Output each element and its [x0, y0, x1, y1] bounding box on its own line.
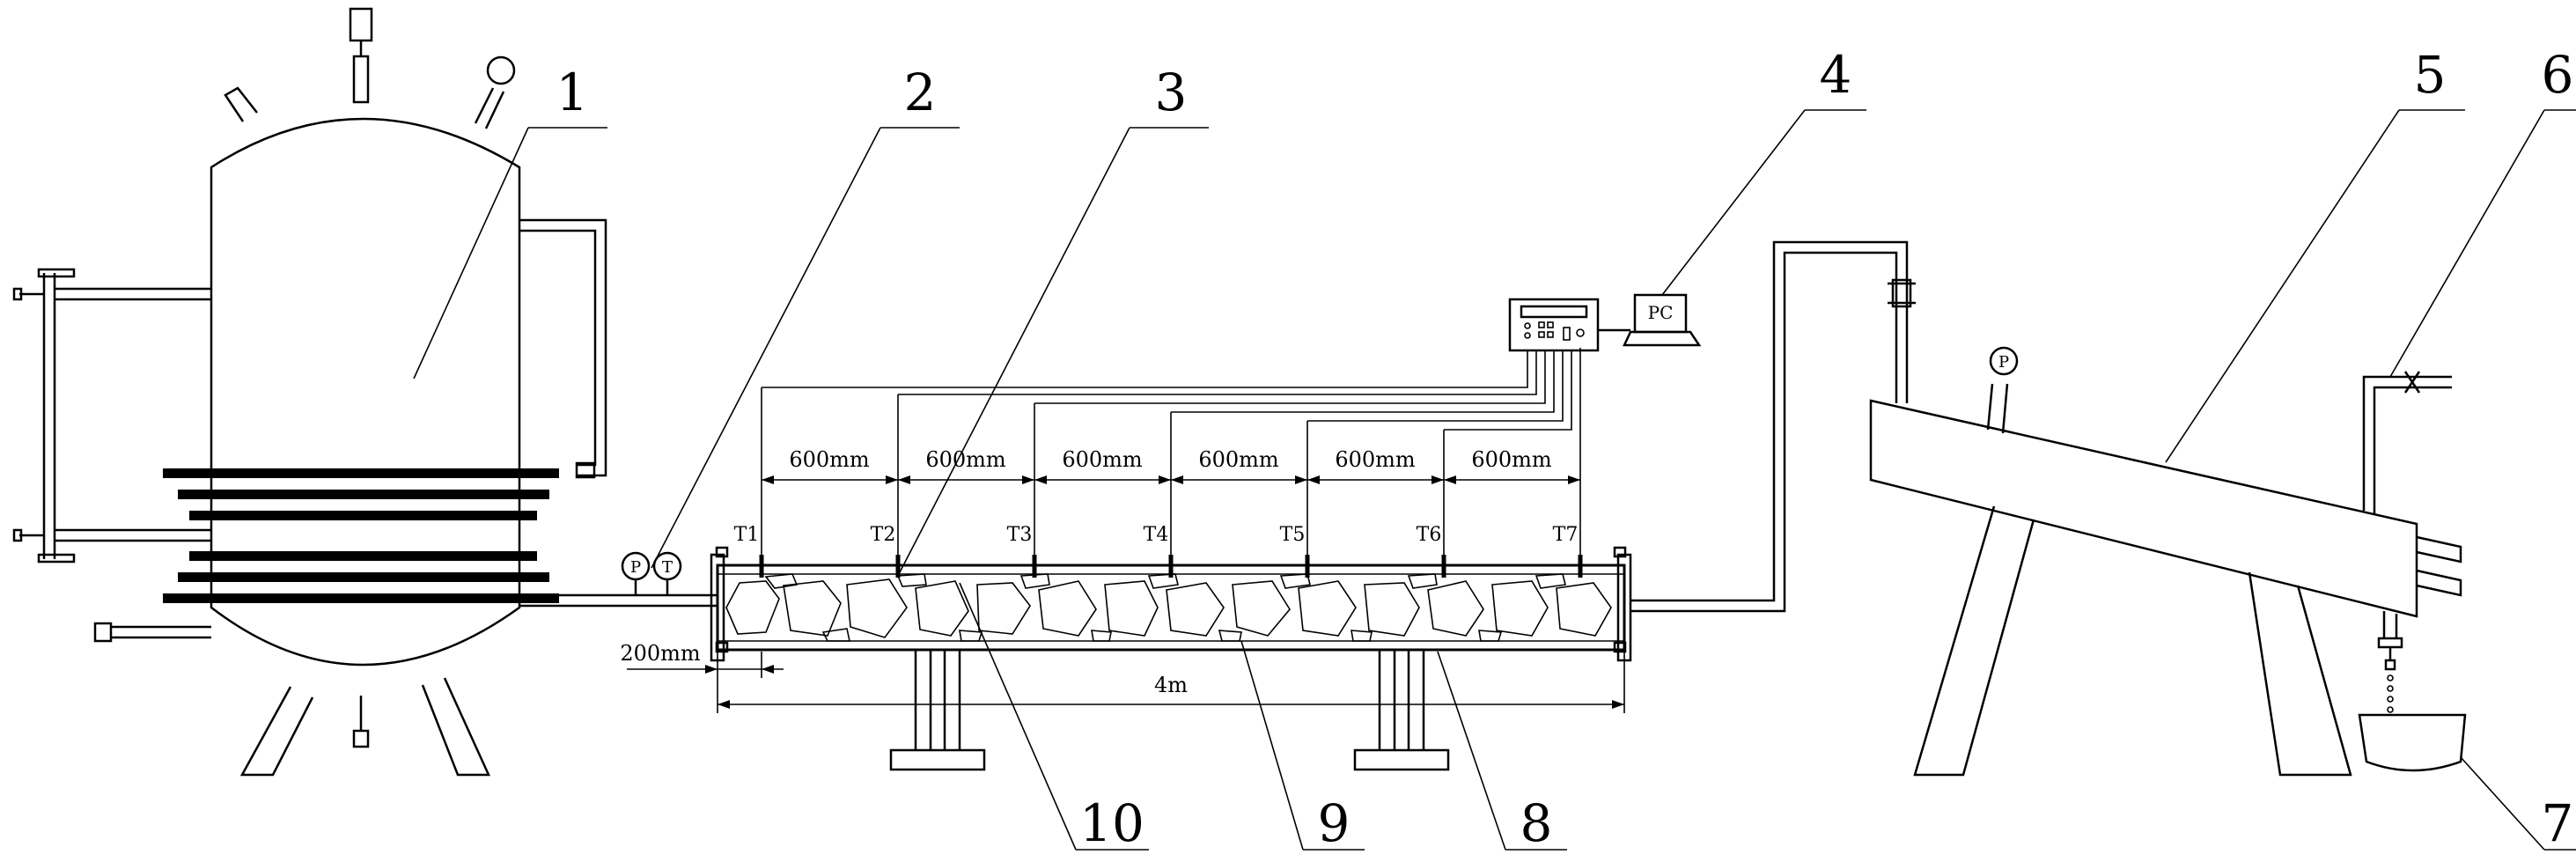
thermocouple-label-t7: T7: [1553, 524, 1579, 546]
callout-leaders: [413, 109, 2576, 851]
steam-vessel: [12, 7, 718, 777]
callout-7: 7: [2542, 793, 2574, 853]
thermocouple-label-t6: T6: [1417, 524, 1442, 546]
data-logger: [1508, 298, 1600, 352]
thermocouple-label-t1: T1: [734, 524, 760, 546]
spacing-label-2: 600mm: [925, 447, 1006, 472]
outlet-pipe: [1630, 240, 1916, 613]
callout-2: 2: [904, 63, 937, 122]
spacing-label-5: 600mm: [1335, 447, 1416, 472]
column-dimensions: 4m 200mm: [620, 641, 1625, 713]
callout-9: 9: [1318, 793, 1351, 853]
callout-5: 5: [2414, 45, 2447, 105]
column-length-label: 4m: [1154, 673, 1188, 697]
temperature-gauge-label: T: [662, 558, 673, 577]
spacing-label-6: 600mm: [1471, 447, 1552, 472]
callout-8: 8: [1520, 793, 1553, 853]
callout-4: 4: [1820, 45, 1852, 105]
thermocouple-label-t4: T4: [1144, 524, 1169, 546]
probe-offset-label: 200mm: [620, 641, 701, 666]
callout-3: 3: [1155, 63, 1188, 122]
callout-6: 6: [2542, 45, 2574, 105]
inlet-gauges: P T: [621, 551, 682, 595]
collection-vessel: [2358, 713, 2467, 772]
rock-packing: [725, 573, 1612, 642]
callout-10: 10: [1079, 793, 1144, 853]
thermocouple-label-t5: T5: [1280, 524, 1306, 546]
spacing-label-1: 600mm: [789, 447, 870, 472]
thermocouple-label-t2: T2: [871, 524, 896, 546]
pc-label: PC: [1648, 302, 1674, 323]
pressure-gauge-label: P: [630, 558, 641, 577]
spacing-label-4: 600mm: [1198, 447, 1279, 472]
thermocouple-label-t3: T3: [1007, 524, 1033, 546]
separator-pressure-label: P: [1998, 353, 2009, 372]
callout-1: 1: [556, 63, 589, 122]
pc-computer: PC: [1623, 293, 1702, 347]
separator-condenser: P: [1869, 346, 2462, 777]
column-supports: [889, 650, 1450, 771]
spacing-label-3: 600mm: [1062, 447, 1143, 472]
thermocouple-probes: 600mm 600mm 600mm 600mm 600mm 600mm T1 T…: [734, 348, 1583, 578]
